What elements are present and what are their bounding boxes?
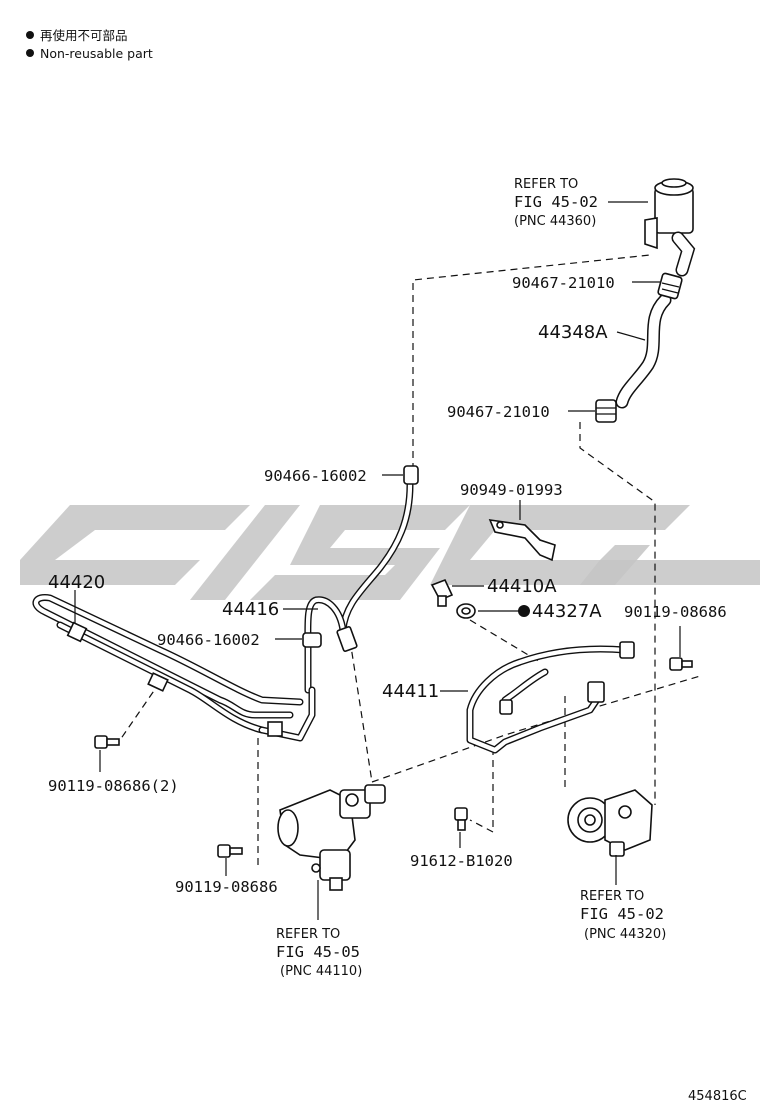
reservoir-tank [644,178,696,277]
bolt-bottom [217,844,243,858]
gasket [456,603,476,619]
callout-bolt-bottom: 90119-08686 [175,878,278,896]
ref-gear-line1: REFER TO [276,927,340,942]
reference-pump: REFER TO FIG 45-02 (PNC 44320) [580,889,666,942]
ref-reservoir-line1: REFER TO [514,177,578,192]
bolt-right [669,657,693,671]
ref-reservoir-line3: (PNC 44360) [514,214,596,229]
callout-return-tube: 44416 [222,599,279,620]
ref-gear-line2: FIG 45-05 [276,943,360,961]
callout-bracket-clamp: 90949-01993 [460,481,563,499]
pressure-tube-fitting [499,641,635,715]
cooler-bracket-right [267,721,283,737]
callout-return-hose: 44348A [538,322,608,343]
union-bolt [430,578,454,607]
ref-reservoir-line2: FIG 45-02 [514,193,598,211]
reference-gear: REFER TO FIG 45-05 (PNC 44110) [276,927,362,979]
tube-clamp-lower [302,632,322,648]
watermark-logo [20,505,760,600]
ref-gear-line3: (PNC 44110) [280,964,362,979]
legend: 再使用不可部品 Non-reusable part [26,28,153,61]
assembly-dashed-lines [119,254,701,865]
callout-cooler-tube: 44420 [48,572,105,593]
reference-reservoir: REFER TO FIG 45-02 (PNC 44360) [514,177,598,229]
hose-clamp-upper [657,272,683,300]
return-hose [615,293,672,409]
bolt-gear [454,807,468,831]
figure-id: 454816C [688,1089,747,1104]
callout-clamp-hose-upper: 90467-21010 [512,274,615,292]
callout-union-bolt: 44410A [487,576,557,597]
ref-pump-line3: (PNC 44320) [584,927,666,942]
legend-text-cn: 再使用不可部品 [40,28,128,43]
callout-pressure-tube: 44411 [382,681,439,702]
cooler-bracket-mid [147,672,169,692]
non-reusable-marker [518,605,530,617]
cooler-bracket-left [66,621,88,643]
ref-pump-line2: FIG 45-02 [580,905,664,923]
legend-bullet-en [26,49,34,57]
callout-clamp-tube-upper: 90466-16002 [264,467,367,485]
hose-clamp-lower [595,399,617,423]
power-steering-pump [567,789,653,857]
callout-bolt-left-pair: 90119-08686(2) [48,777,179,795]
bracket-clamp [488,519,556,562]
bolt-left-pair [94,735,120,749]
callout-clamp-tube-lower: 90466-16002 [157,631,260,649]
legend-bullet-cn [26,31,34,39]
callout-clamp-hose-lower: 90467-21010 [447,403,550,421]
legend-text-en: Non-reusable part [40,46,153,61]
callouts: 90467-21010 44348A 90467-21010 90466-160… [48,274,727,896]
ref-pump-line1: REFER TO [580,889,644,904]
tube-clamp-upper [403,465,419,485]
pressure-tube [466,645,629,754]
callout-gasket: 44327A [532,601,602,622]
callout-bolt-gear: 91612-B1020 [410,852,513,870]
callout-bolt-right: 90119-08686 [624,603,727,621]
tube-fitting [336,626,358,652]
leader-lines [74,201,681,920]
steering-gear [277,784,386,891]
